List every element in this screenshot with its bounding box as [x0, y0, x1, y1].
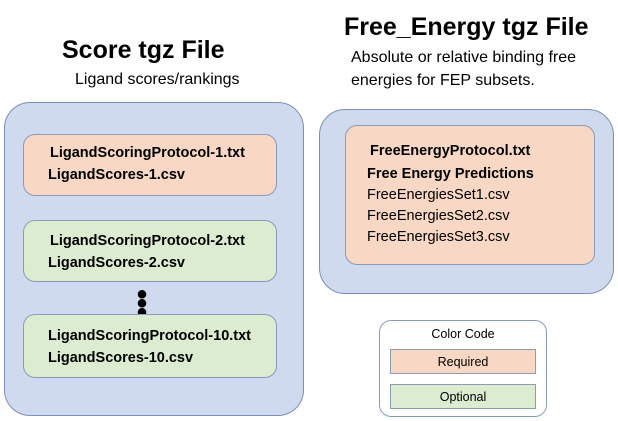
score-card-1-scores: LigandScores-1.csv [48, 167, 185, 183]
free-energy-file-2: FreeEnergiesSet2.csv [367, 208, 510, 224]
score-card-10-scores: LigandScores-10.csv [48, 350, 194, 366]
free-energy-title: Free_Energy tgz File [344, 13, 589, 41]
score-card-2: LigandScoringProtocol-2.txt LigandScores… [23, 220, 277, 282]
free-energy-file-1: FreeEnergiesSet1.csv [367, 187, 510, 203]
free-energy-heading: Free Energy Predictions [367, 166, 534, 182]
legend-title: Color Code [431, 327, 495, 341]
score-card-1: LigandScoringProtocol-1.txt LigandScores… [23, 134, 277, 196]
free-energy-protocol: FreeEnergyProtocol.txt [370, 143, 531, 159]
score-card-10: LigandScoringProtocol-10.txt LigandScore… [23, 314, 277, 378]
score-card-1-protocol: LigandScoringProtocol-1.txt [50, 145, 245, 161]
dot-1: • [136, 278, 148, 311]
score-title: Score tgz File [62, 36, 225, 64]
score-card-2-protocol: LigandScoringProtocol-2.txt [50, 233, 245, 249]
dot-2: • [136, 287, 148, 320]
legend-optional: Optional [390, 384, 536, 409]
ellipsis-dots: • • • [132, 278, 152, 329]
free-energy-subtitle-1: Absolute or relative binding free [351, 49, 577, 66]
dot-3: • [136, 296, 148, 329]
color-code-legend: Color Code Required Optional [379, 320, 547, 417]
score-card-2-scores: LigandScores-2.csv [48, 255, 185, 271]
free-energy-file-3: FreeEnergiesSet3.csv [367, 229, 510, 245]
score-card-10-protocol: LigandScoringProtocol-10.txt [48, 328, 252, 344]
free-energy-subtitle-2: energies for FEP subsets. [351, 72, 535, 89]
score-subtitle: Ligand scores/rankings [75, 71, 240, 88]
free-energy-card: FreeEnergyProtocol.txt Free Energy Predi… [345, 125, 595, 265]
legend-required: Required [390, 349, 536, 374]
